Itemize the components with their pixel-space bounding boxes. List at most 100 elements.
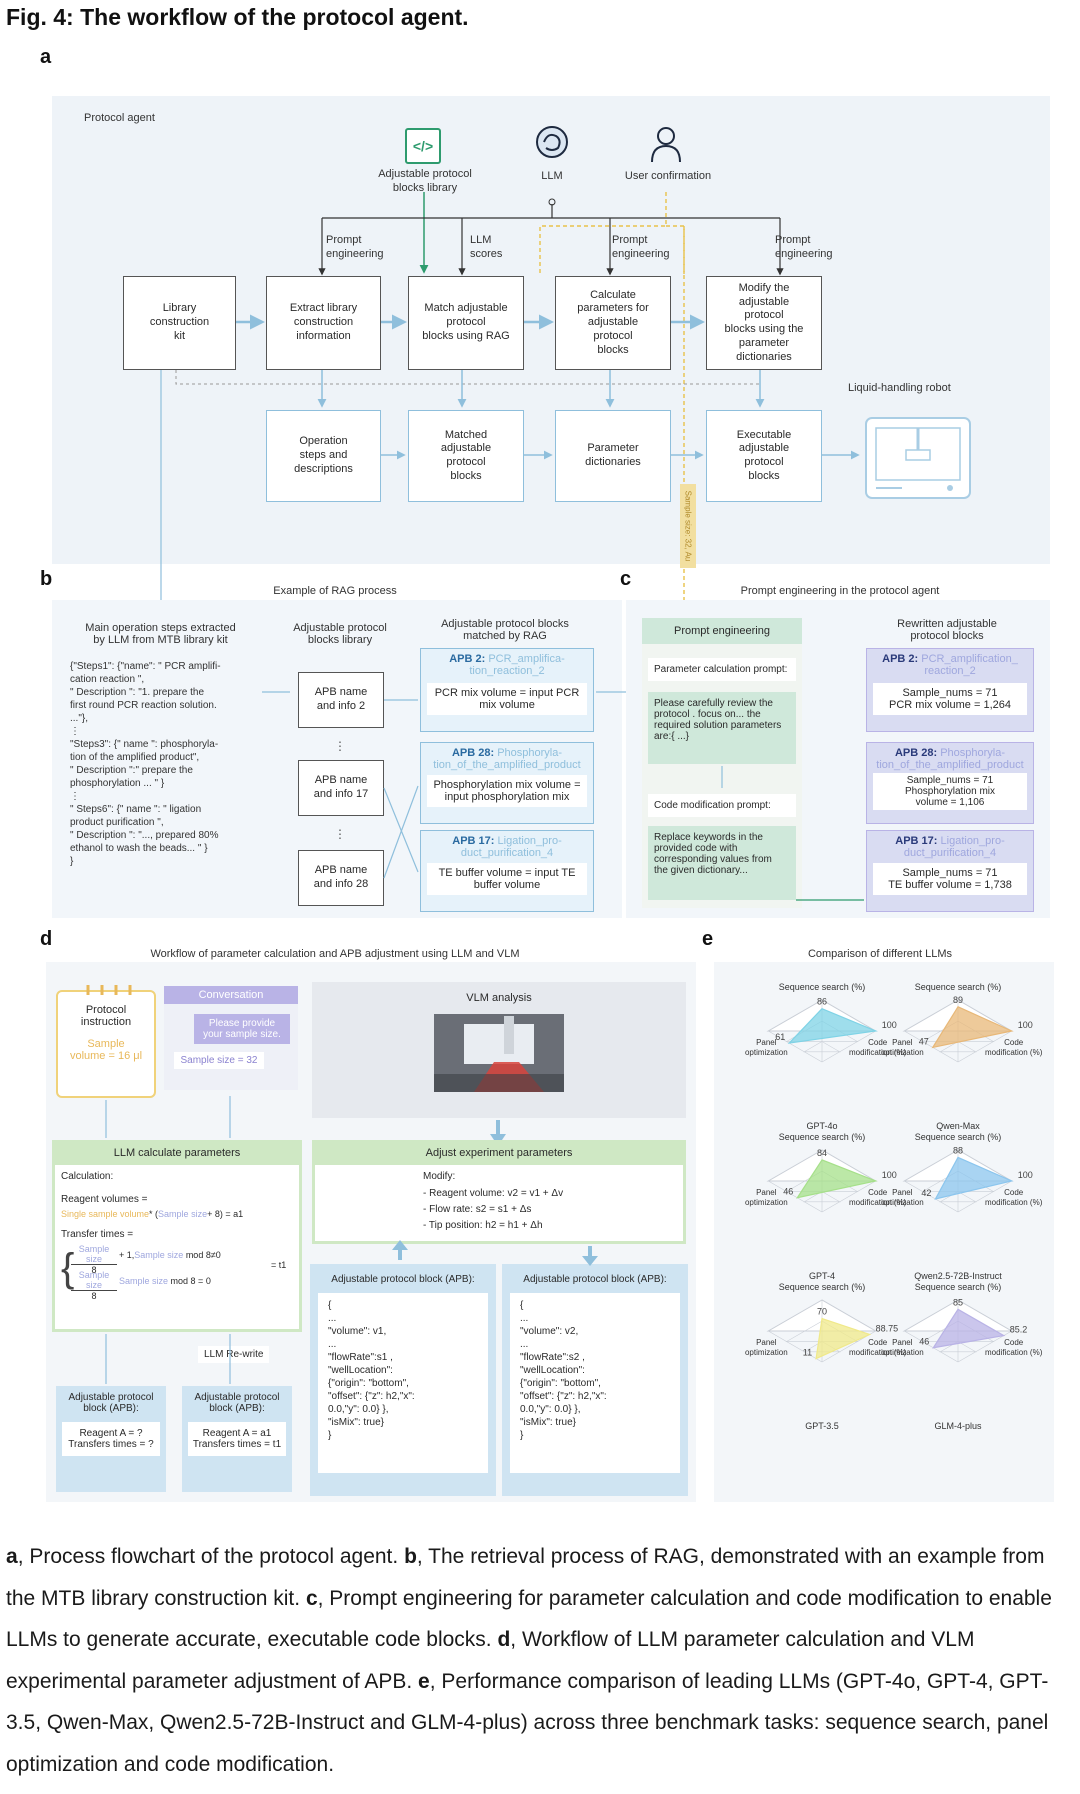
rewritten-apb-17-head: APB 17: Ligation_pro- duct_purification_… [867, 835, 1033, 859]
matched-apb-17-text: TE buffer volume = input TE buffer volum… [427, 863, 587, 895]
operation-steps-text: Operation steps and descriptions [294, 435, 353, 475]
radar-series-gpt-3-5 [815, 1317, 872, 1360]
rewritten-apb-2-text: Sample_nums = 71 PCR mix volume = 1,264 [873, 683, 1027, 715]
radar-axis-label-top-glm-4-plus: Sequence search (%) [915, 1282, 1002, 1292]
radar-value-glm-4-plus-2: 85.2 [1010, 1325, 1028, 1335]
user-confirmation-label: User confirmation [624, 170, 712, 182]
match-rag-box: Match adjustable protocol blocks using R… [408, 276, 524, 370]
conversation-title: Conversation [164, 986, 298, 1004]
apb-info-17-text: APB name and info 17 [313, 774, 369, 800]
matched-apb-17-name: Ligation_pro- duct_purification_4 [460, 835, 562, 859]
extract-info-text: Extract library construction information [289, 302, 358, 342]
radar-axis-label-top-gpt-3-5: Sequence search (%) [779, 1282, 866, 1292]
protocol-agent-label: Protocol agent [84, 112, 155, 124]
radar-value-gpt-4-2: 100 [882, 1170, 897, 1180]
rewritten-apb-28-head: APB 28: Phosphoryla- tion_of_the_amplifi… [867, 747, 1033, 771]
radar-series-qwen2-5-72b-instruct [934, 1156, 1014, 1200]
sample-size-vertical-label: Sample size: 32, Au [680, 484, 696, 568]
caption-segment-a: , Process flowchart of the protocol agen… [17, 1545, 405, 1568]
frac-top-den: 8 [71, 1264, 117, 1275]
panel-b-letter: b [40, 568, 53, 590]
radar-value-gpt-4-1: 46 [783, 1187, 793, 1197]
radar-model-name-gpt-3-5: GPT-3.5 [805, 1421, 839, 1431]
panel-e-letter: e [702, 928, 714, 950]
code-icon: </> [405, 128, 441, 164]
rag-col3-title: Adjustable protocol blocks matched by RA… [441, 618, 569, 642]
matched-apb-28-box: APB 28: Phosphoryla- tion_of_the_amplifi… [420, 742, 594, 824]
radar-series-gpt-4o [787, 1007, 878, 1044]
svg-text:⋮: ⋮ [334, 739, 346, 753]
panel-a-connectors [160, 192, 860, 600]
robot-label: Liquid-handling robot [848, 382, 951, 394]
radar-value-glm-4-plus-1: 46 [919, 1337, 929, 1347]
figure-caption: a, Process flowchart of the protocol age… [6, 1536, 1076, 1785]
apb-info-28-text: APB name and info 28 [313, 864, 369, 890]
matched-apb-2-head: APB 2: PCR_amplifica- tion_reaction_2 [421, 653, 593, 677]
matched-apb-28-id: APB 28: [451, 747, 495, 759]
panel-b-connectors: ⋮ ⋮ [262, 691, 640, 879]
matched-apb-2-box: APB 2: PCR_amplifica- tion_reaction_2 PC… [420, 648, 594, 732]
rewritten-apb-28-name: Phosphoryla- tion_of_the_amplified_produ… [876, 747, 1024, 771]
radar-value-gpt-3-5-0: 70 [817, 1307, 827, 1317]
panel-d-letter: d [40, 928, 53, 950]
llm-scores-label: LLM scores [470, 234, 503, 260]
radar-series-glm-4-plus [932, 1308, 1006, 1349]
parameter-prompt-text: Please carefully review the protocol . f… [648, 692, 796, 764]
rewritten-apb-28-box: APB 28: Phosphoryla- tion_of_the_amplifi… [866, 742, 1034, 824]
caption-segment-b: , The retrieval process of RAG, demonstr… [6, 1545, 1045, 1610]
apb-small-left-title: Adjustable protocol block (APB): [68, 1392, 154, 1414]
apb-left-panel: Adjustable protocol block (APB): { ... "… [310, 1264, 496, 1496]
apb-small-right-title: Adjustable protocol block (APB): [194, 1392, 280, 1414]
panel-e-title: Comparison of different LLMs [807, 948, 953, 960]
extract-info-box: Extract library construction information [266, 276, 381, 370]
llm-calculate-panel: LLM calculate parameters Calculation: Re… [52, 1140, 302, 1332]
reagent-formula: Single sample volume* (Sample size+ 8) =… [61, 1209, 299, 1219]
rag-col1-title: Main operation steps extracted by LLM fr… [85, 622, 236, 646]
apb-info-2-box: APB name and info 2 [298, 672, 384, 728]
rewritten-apb-17-id: APB 17: [895, 835, 938, 847]
conversation-reply: Sample size = 32 [174, 1052, 264, 1069]
brain-icon [532, 124, 572, 164]
radar-axis-gpt-3-5-1 [768, 1330, 823, 1363]
radar-value-gpt-4o-1: 61 [775, 1032, 785, 1042]
frac-bot-cond-a: Sample size [119, 1276, 169, 1286]
rag-col2-title: Adjustable protocol blocks library [293, 622, 387, 646]
rewritten-apb-17-name: Ligation_pro- duct_purification_4 [903, 835, 1005, 859]
radar-value-gpt-4o-2: 100 [882, 1020, 897, 1030]
radar-value-gpt-4o-0: 86 [817, 997, 827, 1007]
caption-segment-e: , Performance comparison of leading LLMs… [6, 1669, 1049, 1776]
parameter-dict-box: Parameter dictionaries [555, 410, 671, 502]
radar-value-qwen2-5-72b-instruct-0: 88 [953, 1145, 963, 1155]
frac-top-rest: + 1, [119, 1250, 135, 1260]
radar-axis-qwen2-5-72b-instruct-2 [957, 1180, 1012, 1213]
matched-apb-28-head: APB 28: Phosphoryla- tion_of_the_amplifi… [421, 747, 593, 771]
radar-value-qwen2-5-72b-instruct-2: 100 [1018, 1170, 1033, 1180]
matched-apb-box: Matched adjustable protocol blocks [408, 410, 524, 502]
modify-apb-box: Modify the adjustable protocol blocks us… [706, 276, 822, 370]
rewritten-apb-2-head: APB 2: PCR_amplification_ reaction_2 [867, 653, 1033, 677]
radar-model-name-qwen2-5-72b-instruct: Qwen2.5-72B-Instruct [914, 1271, 1002, 1281]
protocol-instruction-title: Protocol instruction [80, 1004, 132, 1028]
parameter-dict-text: Parameter dictionaries [585, 442, 641, 468]
calculate-params-box: Calculate parameters for adjustable prot… [555, 276, 671, 370]
apb-library-label: Adjustable protocol blocks library [378, 168, 472, 194]
radar-axis-gpt-4-1 [768, 1180, 823, 1213]
modify-label: Modify: [423, 1171, 456, 1182]
robot-icon [862, 414, 974, 504]
apb-right-panel: Adjustable protocol block (APB): { ... "… [502, 1264, 688, 1496]
apb-small-left-text: Reagent A = ? Transfers times = ? [62, 1422, 160, 1456]
sample-size-term: Sample size [158, 1209, 208, 1219]
matched-apb-28-name: Phosphoryla- tion_of_the_amplified_produ… [433, 747, 581, 771]
radar-model-name-gpt-4: GPT-4 [809, 1271, 835, 1281]
prompt-engineering-label-3: Prompt engineering [775, 234, 833, 260]
rewritten-apb-title: Rewritten adjustable protocol blocks [897, 618, 997, 642]
radar-axis-label-top-qwen-max: Sequence search (%) [915, 982, 1002, 992]
frac-top-num: Sample size [78, 1244, 110, 1264]
rewritten-apb-17-text: Sample_nums = 71 TE buffer volume = 1,73… [873, 863, 1027, 895]
apb-left-code: { ... "volume": v1, ... "flowRate":s1 , … [318, 1293, 488, 1473]
radar-axis-qwen2-5-72b-instruct-1 [904, 1180, 959, 1213]
